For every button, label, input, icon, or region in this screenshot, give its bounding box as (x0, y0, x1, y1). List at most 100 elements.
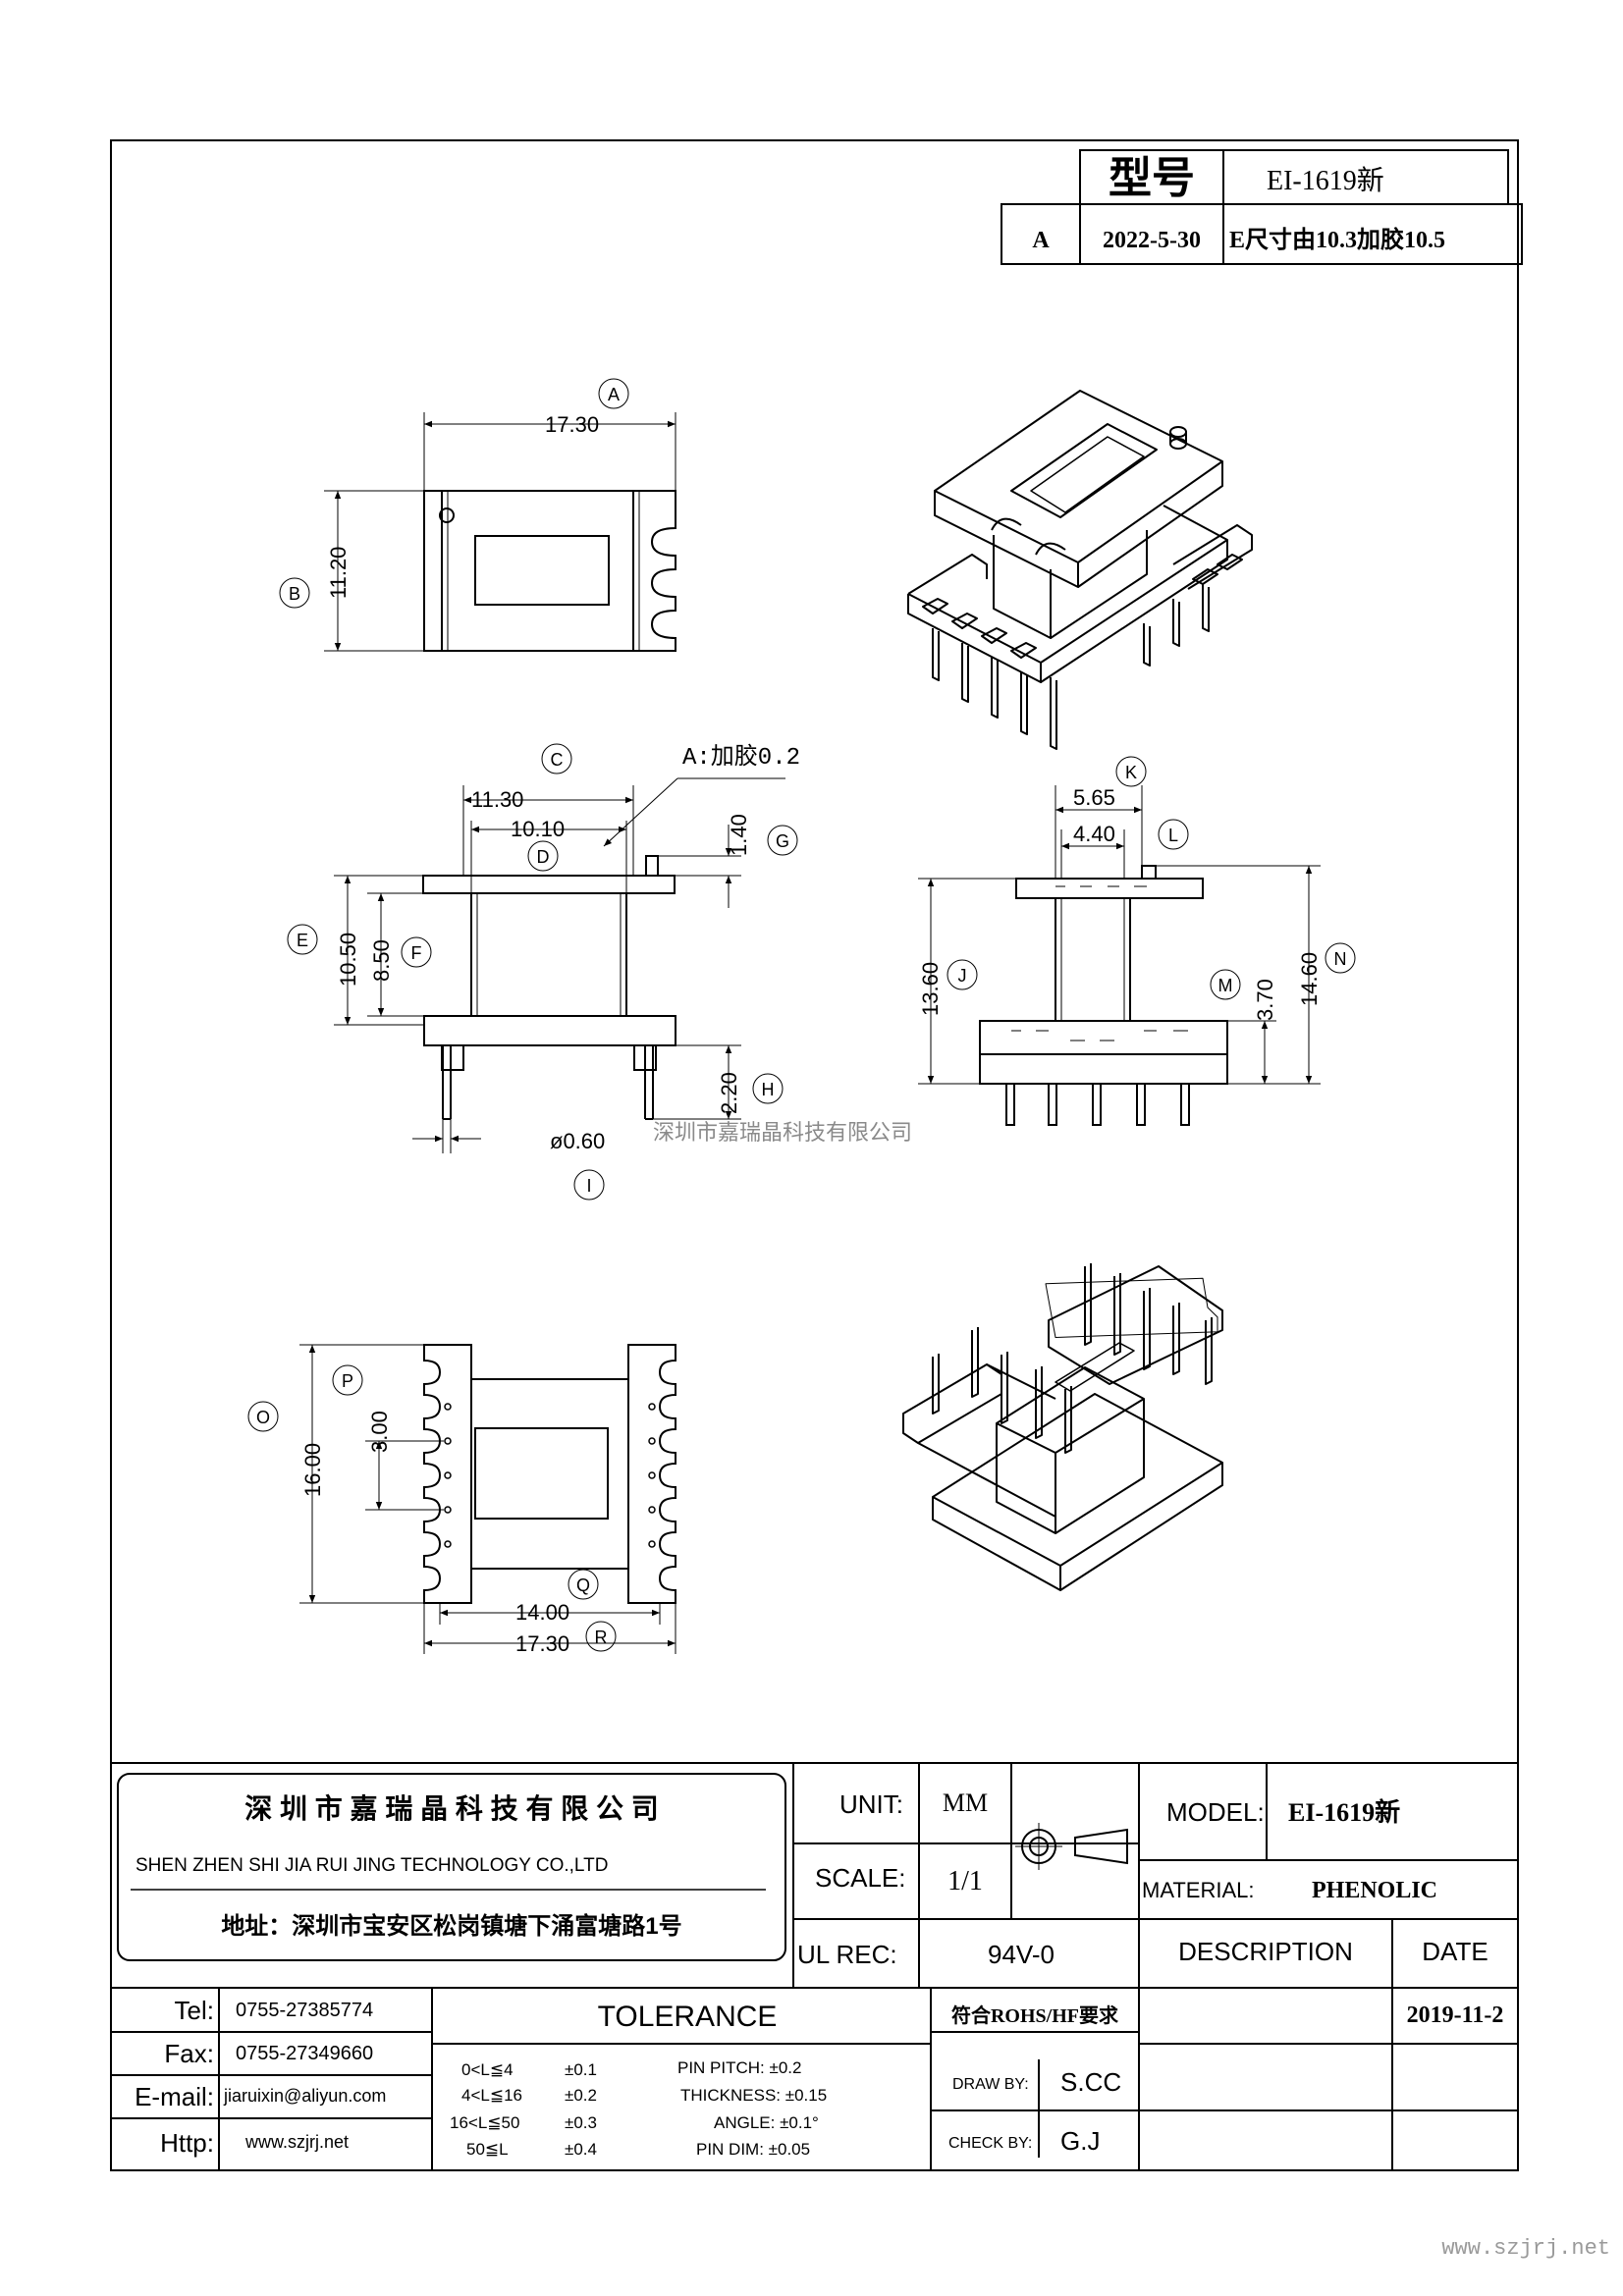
balloon-P: P (332, 1364, 363, 1396)
balloon-B: B (279, 577, 310, 609)
dim-Q-value: 14.00 (515, 1600, 569, 1625)
dim-O-value: 16.00 (300, 1443, 325, 1497)
balloon-K: K (1115, 756, 1147, 787)
pin-dim: PIN DIM: ±0.05 (696, 2140, 810, 2159)
tol-value: ±0.2 (565, 2086, 597, 2105)
email-label: E-mail: (135, 2082, 214, 2111)
dim-L-value: 4.40 (1073, 822, 1115, 846)
tolerance-table: 0<L≦4 ±0.1 4<L≦16 ±0.2 16<L≦50 ±0.3 50≦L… (450, 2060, 597, 2159)
tol-range: 4<L≦16 (461, 2086, 522, 2105)
check-by-value: G.J (1060, 2126, 1100, 2156)
balloon-I: I (573, 1169, 605, 1201)
angle: ANGLE: ±0.1° (714, 2113, 819, 2132)
ul-value: 94V-0 (988, 1940, 1055, 1969)
balloon-D: D (527, 840, 559, 872)
model-label-cn: 型号 (1109, 154, 1195, 202)
balloon-O: O (247, 1401, 279, 1432)
tel-value: 0755-27385774 (236, 2000, 373, 2021)
svg-text:E: E (297, 931, 308, 950)
dim-I-value: ø0.60 (550, 1129, 605, 1153)
isometric-view-top (907, 390, 1253, 750)
dim-J-value: 13.60 (918, 962, 943, 1016)
unit-value: MM (943, 1789, 988, 1817)
tolerance-notes: PIN PITCH: ±0.2 THICKNESS: ±0.15 ANGLE: … (677, 2058, 827, 2159)
balloon-C: C (541, 743, 572, 774)
tol-range: 0<L≦4 (461, 2060, 514, 2079)
tol-value: ±0.3 (565, 2113, 597, 2132)
svg-text:K: K (1125, 763, 1137, 782)
isometric-view-bottom (902, 1263, 1223, 1591)
ul-label: UL REC: (797, 1940, 897, 1969)
svg-text:C: C (551, 750, 564, 770)
balloon-M: M (1210, 969, 1241, 1000)
svg-text:P: P (342, 1371, 353, 1391)
sheet-border (110, 139, 1519, 2171)
dim-N-value: 14.60 (1297, 952, 1322, 1006)
dim-B-value: 11.20 (326, 547, 351, 599)
tel-label: Tel: (175, 1996, 214, 2025)
dim-G-value: 1.40 (727, 814, 751, 856)
balloon-F: F (401, 936, 432, 968)
material-value: PHENOLIC (1312, 1878, 1437, 1903)
scale-label: SCALE: (815, 1863, 906, 1893)
note-glue: A:加胶0.2 (682, 743, 800, 772)
top-view (324, 412, 676, 652)
draw-by-value: S.CC (1060, 2067, 1121, 2097)
company-name-cn: 深 圳 市 嘉 瑞 晶 科 技 有 限 公 司 (244, 1792, 659, 1824)
thickness: THICKNESS: ±0.15 (680, 2086, 827, 2105)
balloon-E: E (287, 924, 318, 955)
rev-description: E尺寸由10.3加胶10.5 (1229, 226, 1445, 253)
rev-date: 2022-5-30 (1103, 228, 1201, 253)
dim-F-value: 8.50 (369, 939, 394, 982)
pin-pitch: PIN PITCH: ±0.2 (677, 2058, 801, 2077)
compliance-note: 符合ROHS/HF要求 (951, 2003, 1119, 2027)
balloon-J: J (947, 959, 978, 990)
title-block (111, 1762, 1518, 2170)
date-label: DATE (1422, 1937, 1488, 1966)
model-label: MODEL: (1166, 1797, 1265, 1827)
tol-value: ±0.4 (565, 2140, 597, 2159)
balloon-N: N (1325, 942, 1356, 974)
rev-letter: A (1032, 228, 1050, 253)
svg-text:M: M (1218, 976, 1233, 995)
check-by-label: CHECK BY: (948, 2135, 1032, 2152)
dim-P-value: 3.00 (367, 1411, 392, 1453)
side-view (918, 785, 1321, 1126)
svg-text:L: L (1168, 826, 1178, 845)
svg-text:A: A (608, 385, 620, 404)
revision-block: 型号 EI-1619新 A 2022-5-30 E尺寸由10.3加胶10.5 (1001, 149, 1523, 265)
tol-range: 50≦L (466, 2140, 509, 2159)
fax-value: 0755-27349660 (236, 2043, 373, 2064)
company-name-en: SHEN ZHEN SHI JIA RUI JING TECHNOLOGY CO… (135, 1855, 608, 1876)
balloon-R: R (585, 1621, 617, 1652)
svg-text:Q: Q (576, 1575, 590, 1595)
svg-text:O: O (256, 1408, 270, 1427)
model-value-top: EI-1619新 (1267, 165, 1384, 196)
tol-value: ±0.1 (565, 2060, 597, 2079)
balloon-G: G (767, 825, 798, 856)
tolerance-title: TOLERANCE (598, 2001, 778, 2033)
svg-text:D: D (537, 847, 550, 867)
dim-R-value: 17.30 (515, 1631, 569, 1656)
bottom-view (299, 1344, 676, 1654)
balloon-H: H (752, 1073, 784, 1104)
svg-text:G: G (776, 831, 789, 851)
balloon-A: A (598, 378, 629, 409)
http-value: www.szjrj.net (244, 2132, 349, 2152)
svg-text:I: I (586, 1176, 591, 1196)
dim-C-value: 11.30 (471, 787, 523, 812)
model-value: EI-1619新 (1288, 1797, 1400, 1827)
balloon-L: L (1158, 819, 1189, 850)
footer-url: www.szjrj.net (1441, 2236, 1610, 2261)
description-label: DESCRIPTION (1178, 1937, 1353, 1966)
draw-by-label: DRAW BY: (952, 2076, 1029, 2093)
dim-M-value: 3.70 (1253, 979, 1277, 1021)
svg-text:N: N (1334, 949, 1347, 969)
date-value: 2019-11-2 (1407, 2002, 1504, 2028)
dim-K-value: 5.65 (1073, 785, 1115, 810)
http-label: Http: (160, 2128, 214, 2158)
svg-text:F: F (411, 943, 422, 963)
svg-text:J: J (958, 966, 967, 986)
email-value: jiaruixin@aliyun.com (223, 2086, 386, 2106)
dim-A-value: 17.30 (545, 412, 599, 437)
